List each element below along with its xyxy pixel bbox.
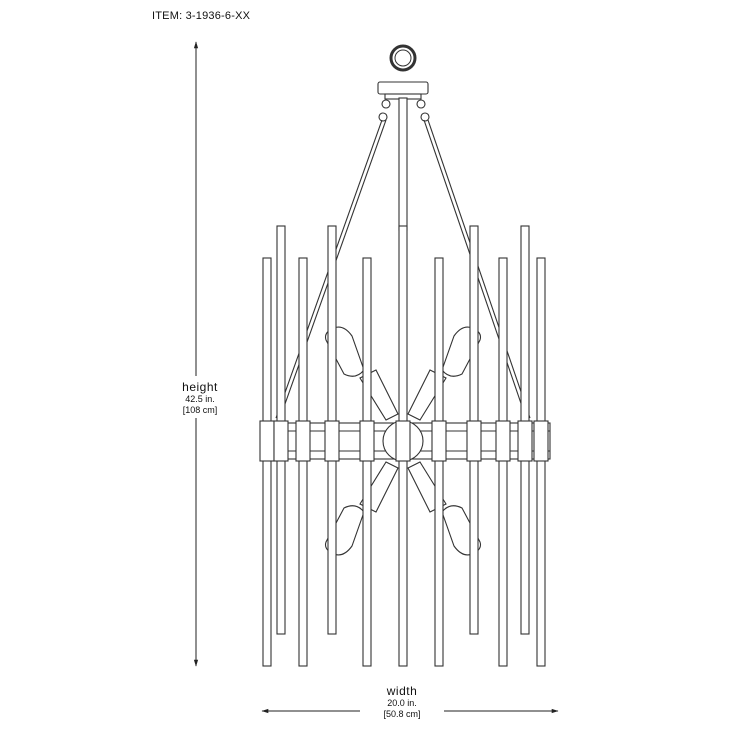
width-inches: 20.0 in.	[387, 698, 417, 708]
width-dimension-label: width 20.0 in. [50.8 cm]	[362, 684, 442, 720]
width-label: width	[386, 684, 418, 698]
height-dimension-label: height 42.5 in. [108 cm]	[160, 380, 240, 416]
rod-clamps	[259, 420, 549, 462]
center-stem	[398, 97, 408, 231]
height-inches: 42.5 in.	[185, 394, 215, 404]
canopy	[377, 81, 429, 95]
height-cm: [108 cm]	[182, 405, 218, 415]
width-cm: [50.8 cm]	[383, 709, 421, 719]
height-label: height	[182, 380, 218, 394]
item-number: ITEM: 3-1936-6-XX	[152, 10, 251, 22]
chandelier-fixture	[259, 44, 551, 667]
